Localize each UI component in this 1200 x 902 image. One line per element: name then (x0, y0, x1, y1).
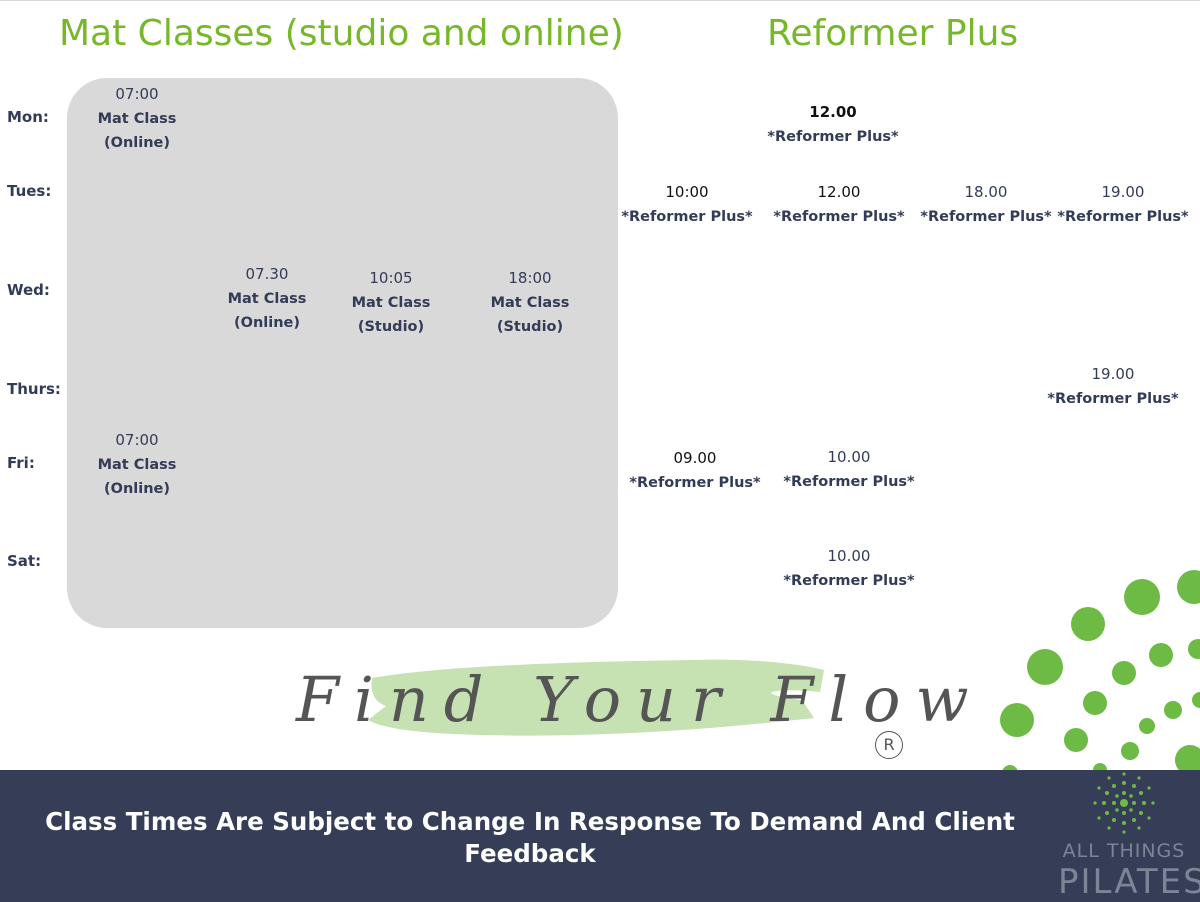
class-name: Mat Class (97, 456, 177, 473)
class-time: 10:00 (665, 183, 709, 201)
class-location: (Online) (103, 135, 170, 151)
day-label-mon: Mon: (7, 108, 49, 126)
day-label-sat: Sat: (7, 552, 42, 570)
class-time: 18.00 (964, 183, 1008, 201)
day-label-wed: Wed: (7, 281, 50, 299)
mat-class-slot-wed-1800: 18:00 Mat Class (Studio) (445, 266, 615, 340)
class-name: *Reformer Plus* (920, 208, 1052, 225)
class-time: 19.00 (1091, 365, 1135, 383)
class-name: *Reformer Plus* (773, 208, 905, 225)
class-time: 12.00 (809, 103, 857, 121)
class-time: 07:00 (115, 431, 159, 449)
day-label-tues: Tues: (7, 182, 52, 200)
mat-class-slot-wed-1005: 10:05 Mat Class (Studio) (306, 266, 476, 340)
class-name: Mat Class (97, 110, 177, 127)
reformer-slot-thurs-1900: 19.00 *Reformer Plus* (1028, 362, 1198, 411)
class-time: 12.00 (817, 183, 861, 201)
top-divider (0, 0, 1200, 1)
brush-stroke-graphic (368, 659, 824, 736)
class-name: Mat Class (351, 294, 431, 311)
decorative-dots-graphic (1000, 570, 1200, 775)
reformer-slot-fri-1000: 10.00 *Reformer Plus* (764, 445, 934, 494)
class-name: Mat Class (490, 294, 570, 311)
class-time: 09.00 (673, 449, 717, 467)
mat-classes-panel (67, 78, 618, 628)
footer-banner: Class Times Are Subject to Change In Res… (0, 770, 1200, 902)
all-things-pilates-logo-icon (1093, 772, 1155, 834)
class-name: Mat Class (227, 290, 307, 307)
class-name: *Reformer Plus* (1047, 390, 1179, 407)
reformer-slot-tues-1800: 18.00 *Reformer Plus* (901, 180, 1071, 229)
class-time: 10.00 (827, 448, 871, 466)
class-name: *Reformer Plus* (783, 572, 915, 589)
logo-text-all-things: ALL THINGS (1062, 840, 1186, 862)
day-label-thurs: Thurs: (7, 380, 61, 398)
class-name: *Reformer Plus* (621, 208, 753, 225)
class-location: (Online) (233, 315, 300, 331)
day-label-fri: Fri: (7, 454, 35, 472)
reformer-slot-tues-1200: 12.00 *Reformer Plus* (754, 180, 924, 229)
reformer-slot-fri-0900: 09.00 *Reformer Plus* (610, 446, 780, 495)
logo-text-pilates: PILATES (1058, 862, 1200, 902)
class-name: *Reformer Plus* (783, 473, 915, 490)
reformer-plus-heading: Reformer Plus (767, 13, 1019, 54)
reformer-slot-mon-1200: 12.00 *Reformer Plus* (748, 100, 918, 149)
reformer-slot-tues-1000: 10:00 *Reformer Plus* (602, 180, 772, 229)
schedule-change-notice: Class Times Are Subject to Change In Res… (45, 807, 1015, 868)
mat-class-slot-mon-0700: 07:00 Mat Class (Online) (52, 82, 222, 156)
class-time: 19.00 (1101, 183, 1145, 201)
mat-classes-heading: Mat Classes (studio and online) (59, 13, 624, 54)
class-time: 10:05 (369, 269, 413, 287)
find-your-flow-tagline: Find Your Flow (296, 663, 984, 736)
class-time: 18:00 (508, 269, 552, 287)
class-name: *Reformer Plus* (1057, 208, 1189, 225)
registered-mark: R (875, 731, 903, 759)
class-time: 10.00 (827, 547, 871, 565)
mat-class-slot-fri-0700: 07:00 Mat Class (Online) (52, 428, 222, 502)
mat-class-slot-wed-0730: 07.30 Mat Class (Online) (182, 262, 352, 336)
class-location: (Studio) (357, 319, 425, 335)
reformer-slot-tues-1900: 19.00 *Reformer Plus* (1038, 180, 1200, 229)
class-name: *Reformer Plus* (629, 474, 761, 491)
class-name: *Reformer Plus* (767, 128, 899, 145)
class-time: 07:00 (115, 85, 159, 103)
class-location: (Online) (103, 481, 170, 497)
class-location: (Studio) (496, 319, 564, 335)
class-time: 07.30 (245, 265, 289, 283)
reformer-slot-sat-1000: 10.00 *Reformer Plus* (764, 544, 934, 593)
